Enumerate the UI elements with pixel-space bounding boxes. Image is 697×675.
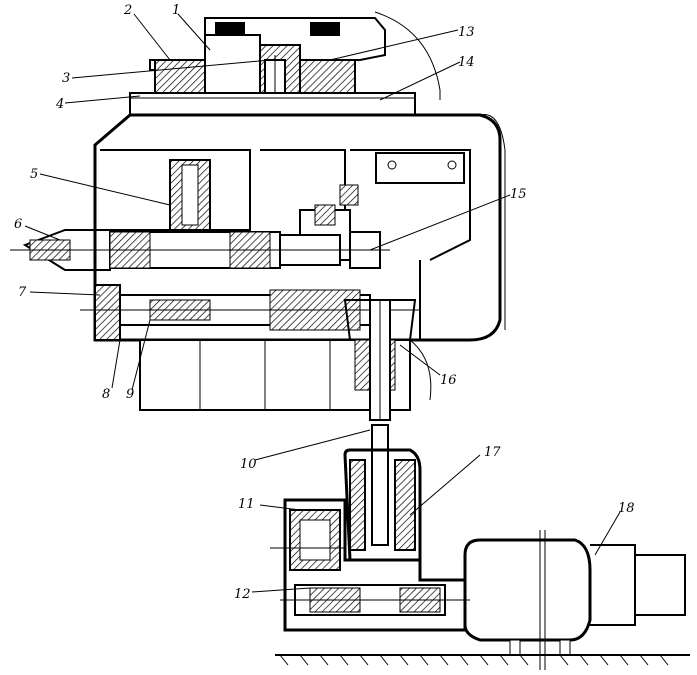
callout-14: 14 <box>458 55 475 70</box>
callout-9: 9 <box>126 387 134 402</box>
frame-plate <box>129 92 416 116</box>
motor <box>463 530 686 670</box>
main-shaft <box>10 229 390 271</box>
ground-line <box>275 654 690 666</box>
callout-7: 7 <box>18 285 27 300</box>
callout-10: 10 <box>240 457 257 472</box>
callout-6: 6 <box>14 217 22 232</box>
callout-18: 18 <box>618 501 635 516</box>
callout-13: 13 <box>458 25 475 40</box>
callout-8: 8 <box>102 387 110 402</box>
callout-5: 5 <box>30 167 38 182</box>
callout-2: 2 <box>123 3 132 18</box>
callout-16: 16 <box>440 373 457 388</box>
callout-17: 17 <box>484 445 501 460</box>
lower-gearbox <box>270 448 470 632</box>
callout-3: 3 <box>62 71 70 86</box>
bevel-gear-and-vertical-shaft <box>343 299 417 546</box>
callout-1: 1 <box>172 3 180 18</box>
callout-15: 15 <box>510 187 527 202</box>
callout-11: 11 <box>238 497 255 512</box>
callout-labels: 1 2 3 4 5 6 7 8 9 10 11 12 13 14 15 16 1… <box>14 3 635 602</box>
callout-12: 12 <box>234 587 251 602</box>
lower-shaft <box>80 284 420 341</box>
leader-lines <box>24 13 621 593</box>
callout-4: 4 <box>55 97 64 112</box>
